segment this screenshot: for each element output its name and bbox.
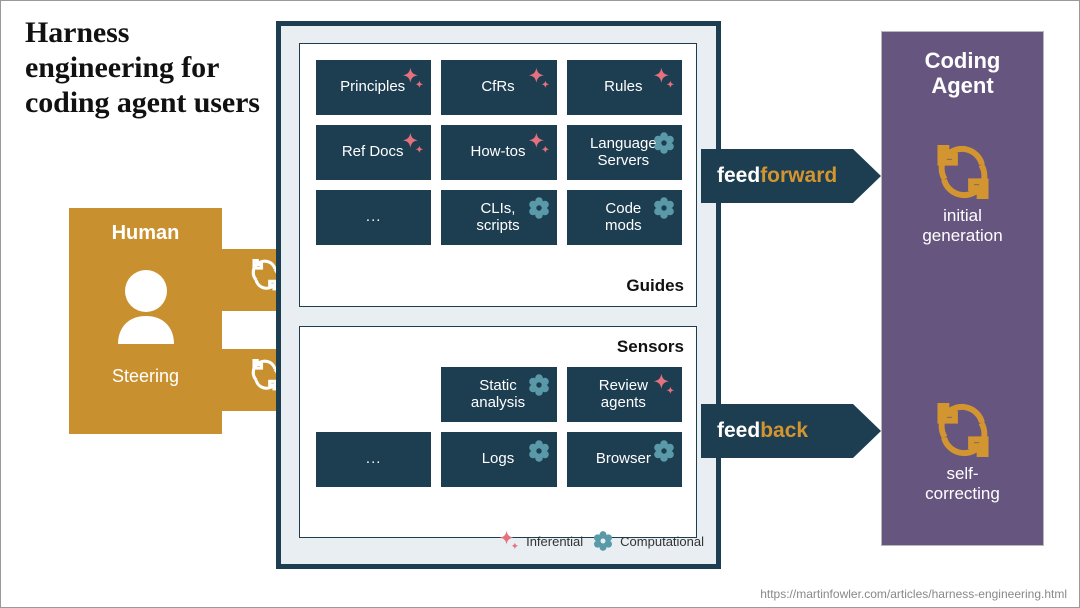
- capability-card-label: Rules: [604, 78, 643, 96]
- sparkle-icon: [653, 67, 675, 88]
- legend: Inferential Computational: [281, 530, 704, 552]
- capability-card[interactable]: Browser: [566, 432, 682, 487]
- sparkle-icon: [499, 530, 519, 550]
- capability-card[interactable]: CfRs: [441, 60, 557, 115]
- capability-card[interactable]: Logs: [441, 432, 557, 487]
- capability-card[interactable]: Principles: [316, 60, 432, 115]
- gear-icon: [528, 197, 549, 219]
- feedback-label-prefix: feed: [717, 419, 761, 442]
- capability-card[interactable]: ...: [316, 190, 432, 245]
- coding-agent-panel: Coding Agent initial generation self- co…: [881, 31, 1044, 546]
- legend-item-label: Inferential: [526, 533, 584, 549]
- capability-card-label: Ref Docs: [341, 143, 404, 161]
- gear-icon: [594, 531, 613, 551]
- legend-item: Computational: [592, 530, 704, 552]
- capability-card-label: Code mods: [604, 199, 642, 234]
- agent-stage-initial: initial generation: [882, 144, 1043, 247]
- human-steering-label: Steering: [111, 366, 180, 386]
- capability-card-label: Principles: [340, 78, 406, 96]
- refresh-loop-icon: [936, 144, 989, 200]
- capability-card-label: CLIs, scripts: [476, 199, 520, 234]
- sensors-grid: Static analysis Review agents... Logs Brows…: [316, 367, 682, 487]
- feedforward-label-suffix: forward: [760, 164, 838, 187]
- capability-card[interactable]: How-tos: [441, 125, 557, 180]
- agent-stage-initial-label: initial generation: [922, 206, 1003, 246]
- source-url: https://martinfowler.com/articles/harnes…: [760, 587, 1067, 601]
- capability-card-label: CfRs: [481, 78, 515, 96]
- capability-card[interactable]: Code mods: [566, 190, 682, 245]
- capability-card-label: ...: [365, 208, 382, 226]
- legend-item-label: Computational: [620, 533, 704, 549]
- capability-card[interactable]: Rules: [566, 60, 682, 115]
- feedforward-label-prefix: feed: [717, 164, 761, 187]
- capability-card-label: Language Servers: [589, 134, 657, 169]
- refresh-loop-icon: [936, 402, 989, 458]
- sparkle-icon: [653, 373, 675, 394]
- gear-icon: [654, 197, 674, 219]
- legend-item: Inferential: [498, 530, 583, 552]
- capability-card-label: Static analysis: [470, 376, 526, 411]
- coding-agent-title: Coding Agent: [924, 48, 1001, 99]
- human-block: Human Steering: [69, 208, 222, 434]
- grid-spacer: [316, 367, 431, 422]
- feedback-label-suffix: back: [760, 419, 809, 442]
- capability-card[interactable]: Language Servers: [566, 125, 682, 180]
- guides-label: Guides: [626, 276, 684, 295]
- capability-card-label: Browser: [595, 450, 651, 468]
- capability-card[interactable]: Static analysis: [441, 367, 557, 422]
- agent-stage-self-correcting: self- correcting: [882, 402, 1043, 505]
- capability-card-label: ...: [365, 450, 382, 468]
- gear-icon: [654, 440, 674, 462]
- capability-card[interactable]: ...: [316, 432, 432, 487]
- human-title: Human: [111, 222, 180, 244]
- capability-card-label: Review agents: [598, 376, 648, 411]
- agent-stage-self-correcting-label: self- correcting: [925, 464, 1000, 504]
- sparkle-icon: [528, 132, 549, 153]
- capability-card[interactable]: CLIs, scripts: [441, 190, 557, 245]
- sensors-label: Sensors: [616, 337, 684, 356]
- gear-icon: [528, 440, 549, 462]
- capability-card-label: How-tos: [470, 143, 526, 161]
- person-icon: [117, 270, 174, 344]
- sparkle-icon: [528, 67, 549, 88]
- capability-card-label: Logs: [481, 450, 515, 468]
- capability-card[interactable]: Review agents: [566, 367, 682, 422]
- gear-icon: [528, 374, 549, 396]
- capability-card[interactable]: Ref Docs: [316, 125, 432, 180]
- page-title: Harness engineering for coding agent use…: [25, 16, 260, 120]
- sensors-panel: Sensors Static analysis Review agents... L…: [299, 326, 697, 538]
